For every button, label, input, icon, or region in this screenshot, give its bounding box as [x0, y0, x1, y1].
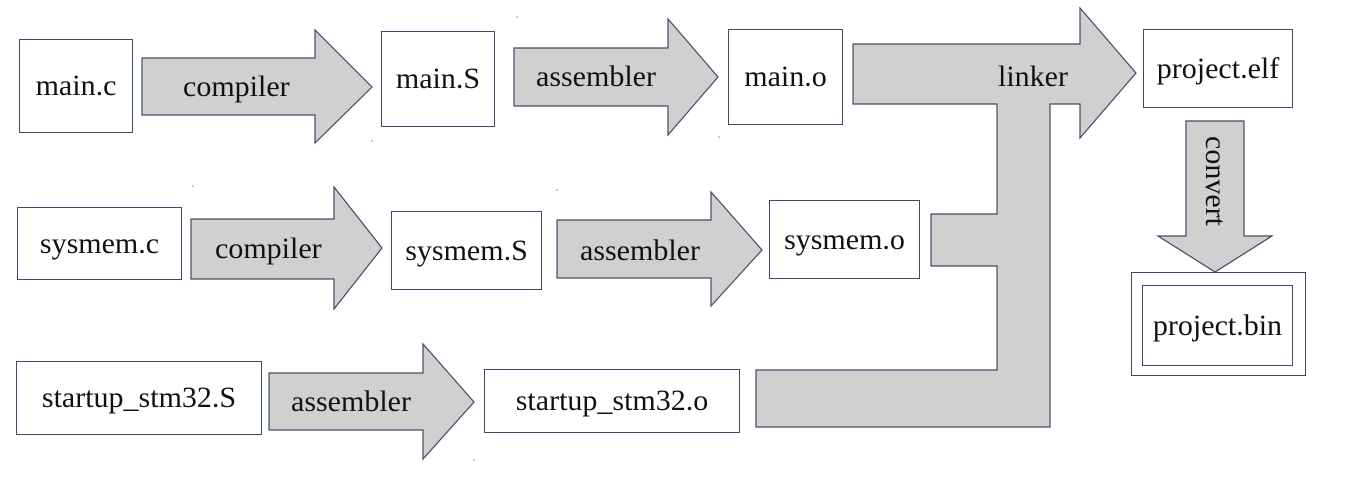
file-main-o-label: main.o: [744, 60, 827, 93]
linker-arrow: [755, 6, 1137, 428]
file-project-bin-label: project.bin: [1152, 308, 1283, 342]
convert-label: convert: [1199, 136, 1232, 226]
assembler-arrow-3: [268, 342, 475, 461]
file-project-elf: project.elf: [1143, 29, 1293, 108]
file-main-o: main.o: [728, 29, 843, 125]
file-main-c-label: main.c: [35, 69, 117, 102]
file-main-s-label: main.S: [395, 62, 481, 95]
file-sysmem-c: sysmem.c: [17, 207, 182, 280]
compiler-label-2: compiler: [215, 232, 322, 265]
assembler-arrow-1: [513, 17, 719, 137]
file-sysmem-s: sysmem.S: [391, 211, 542, 290]
compiler-arrow-1: [141, 28, 373, 145]
assembler-arrow-2: [556, 190, 763, 308]
file-project-bin-outer: [1131, 272, 1306, 376]
compiler-label-1: compiler: [183, 70, 290, 103]
file-sysmem-s-label: sysmem.S: [405, 233, 528, 267]
file-sysmem-o-label: sysmem.o: [784, 222, 905, 256]
assembler-label-2: assembler: [580, 234, 700, 267]
file-startup-o-label: startup_stm32.o: [515, 384, 709, 417]
file-startup-o: startup_stm32.o: [484, 369, 740, 433]
file-main-c: main.c: [19, 39, 133, 133]
file-sysmem-o: sysmem.o: [769, 200, 920, 279]
file-startup-s: startup_stm32.S: [16, 361, 262, 435]
file-startup-s-label: startup_stm32.S: [41, 381, 237, 414]
compiler-arrow-2: [190, 185, 383, 311]
assembler-label-3: assembler: [291, 385, 411, 418]
convert-arrow: [1155, 120, 1275, 273]
file-project-elf-label: project.elf: [1156, 51, 1280, 85]
file-main-s: main.S: [381, 31, 495, 127]
file-project-bin: project.bin: [1142, 285, 1293, 366]
linker-label: linker: [998, 60, 1068, 93]
file-sysmem-c-label: sysmem.c: [39, 226, 160, 260]
assembler-label-1: assembler: [536, 60, 656, 93]
